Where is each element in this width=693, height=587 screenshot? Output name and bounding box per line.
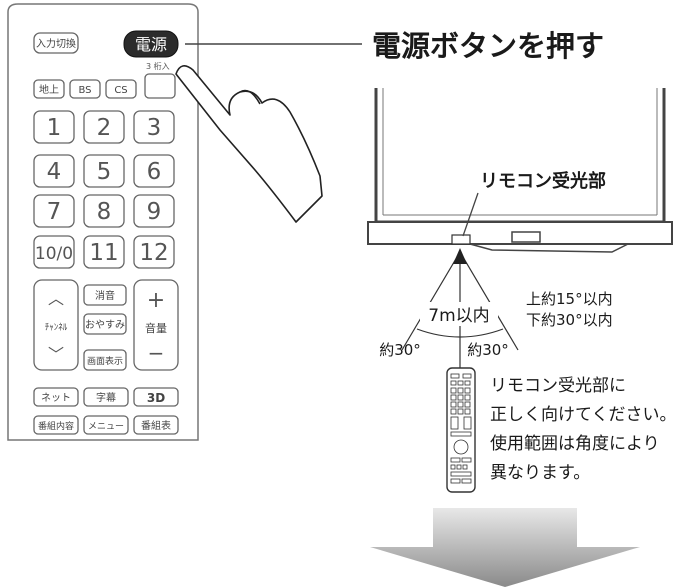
guide-button[interactable]	[133, 415, 179, 435]
sleep-label: おやすみ	[85, 319, 125, 331]
instruction-text: リモコン受光部に 正しく向けてください。 使用範囲は角度により 異なります。	[490, 376, 677, 483]
number-button[interactable]	[133, 110, 175, 144]
3d-label: 3D	[147, 391, 165, 405]
tv-stand	[511, 231, 541, 243]
number-button[interactable]	[33, 154, 75, 188]
number-button[interactable]	[83, 110, 125, 144]
number-pad: 1 2 3 4 5 6 7 8 9 10/0 11 12	[33, 110, 175, 269]
instruction-line: 使用範囲は角度により	[490, 433, 660, 454]
number-button[interactable]	[133, 154, 175, 188]
instruction-line: 正しく向けてください。	[490, 405, 677, 425]
terrestrial-button[interactable]	[33, 79, 65, 99]
channel-label: ﾁｬﾝﾈﾙ	[45, 322, 68, 333]
hand-illustration	[175, 65, 323, 223]
bs-label: BS	[78, 85, 91, 96]
headline: 電源ボタンを押す	[372, 29, 604, 63]
number-button[interactable]	[83, 194, 125, 228]
remote-sensor	[451, 234, 471, 245]
three-digit-label: 3 桁入	[146, 61, 170, 71]
sensor-label: リモコン受光部	[480, 170, 606, 192]
power-button-label: 電源	[135, 35, 167, 54]
net-label: ネット	[41, 392, 71, 404]
mute-button[interactable]	[83, 284, 127, 306]
number-label: 2	[97, 115, 112, 141]
sensor-pointer	[462, 192, 479, 237]
left-angle-label: 約30°	[379, 341, 421, 359]
channel-down-icon: ﹀	[48, 345, 64, 364]
number-label: 8	[97, 199, 112, 225]
menu-button[interactable]	[83, 415, 129, 435]
number-label: 12	[139, 240, 168, 266]
number-label: 3	[147, 115, 162, 141]
terrestrial-label: 地上	[39, 83, 59, 96]
right-angle-label: 約30°	[467, 341, 509, 359]
number-button[interactable]	[83, 154, 125, 188]
guide-label: 番組表	[141, 419, 171, 432]
menu-label: メニュー	[88, 422, 124, 432]
bs-button[interactable]	[69, 79, 101, 99]
number-label: 9	[147, 199, 162, 225]
number-label: 1	[47, 115, 62, 141]
3d-button[interactable]	[133, 387, 179, 407]
volume-label: 音量	[145, 321, 167, 335]
volume-up-icon: +	[147, 288, 165, 313]
large-remote-control: 入力切換 電源 3 桁入 地上 BS CS 1 2 3 4 5 6 7	[7, 3, 199, 441]
number-button[interactable]	[83, 235, 125, 269]
distance-label: 7m以内	[428, 306, 489, 326]
down-arrow-icon	[370, 508, 640, 587]
cs-button[interactable]	[105, 79, 137, 99]
number-label: 4	[47, 159, 62, 185]
power-button[interactable]	[123, 30, 179, 58]
subtitle-label: 字幕	[96, 391, 116, 404]
number-label: 6	[147, 159, 162, 185]
channel-up-icon: ︿	[48, 289, 64, 308]
instruction-line: リモコン受光部に	[490, 376, 626, 396]
tv-illustration	[367, 88, 673, 253]
display-button[interactable]	[83, 349, 127, 371]
number-button[interactable]	[33, 194, 75, 228]
number-button[interactable]	[33, 235, 75, 269]
program-info-button[interactable]	[33, 415, 79, 435]
three-digit-button[interactable]	[144, 73, 176, 99]
small-remote-control	[446, 367, 476, 493]
input-switch-button[interactable]	[33, 32, 79, 54]
arrowhead-icon	[453, 248, 467, 264]
number-label: 11	[89, 240, 118, 266]
number-label: 7	[47, 199, 62, 225]
channel-rocker[interactable]	[33, 279, 79, 371]
mute-label: 消音	[95, 289, 115, 302]
subtitle-button[interactable]	[83, 387, 129, 407]
vertical-down-label: 下約30°以内	[526, 311, 613, 329]
number-button[interactable]	[33, 110, 75, 144]
volume-down-icon: −	[148, 341, 165, 365]
number-label: 5	[97, 159, 112, 185]
display-label: 画面表示	[87, 355, 123, 367]
volume-rocker[interactable]	[133, 279, 179, 371]
number-button[interactable]	[133, 235, 175, 269]
program-info-label: 番組内容	[38, 420, 74, 432]
input-switch-label: 入力切換	[36, 37, 76, 50]
sleep-button[interactable]	[83, 313, 127, 335]
number-button[interactable]	[133, 194, 175, 228]
vertical-up-label: 上約15°以内	[526, 290, 613, 308]
cs-label: CS	[114, 85, 127, 96]
number-label: 10/0	[35, 244, 73, 264]
net-button[interactable]	[33, 387, 79, 407]
instruction-line: 異なります。	[490, 463, 590, 483]
